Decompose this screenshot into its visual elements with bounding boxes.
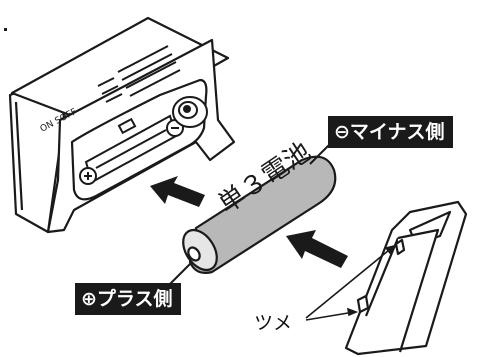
insert-arrows — [150, 176, 348, 268]
insert-arrow-icon — [150, 176, 205, 207]
battery-cover — [344, 200, 468, 356]
cover-tab-lower — [356, 294, 370, 314]
plus-side-label: ⊕プラス側 — [75, 283, 181, 315]
aa-battery — [182, 155, 337, 274]
minus-side-label: ⊖マイナス側 — [328, 116, 453, 148]
battery-body — [188, 155, 337, 274]
cover-tab-upper — [394, 238, 406, 256]
pointer-arrow-icon — [346, 307, 359, 317]
pointer-arrow-icon — [384, 244, 396, 255]
stray-mark — [4, 28, 7, 31]
device-knob — [172, 96, 208, 128]
vent-slots — [97, 45, 181, 103]
tabs-label: ツメ — [254, 312, 293, 334]
insert-arrow-icon — [286, 230, 348, 268]
tab-pointer-lines — [305, 244, 396, 321]
battery-positive-nub — [187, 246, 201, 262]
